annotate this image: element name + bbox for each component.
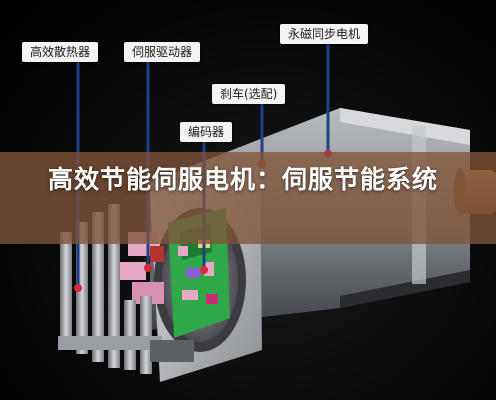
banner-title: 高效节能伺服电机：伺服节能系统 <box>48 165 439 194</box>
callout-servo-driver: 伺服驱动器 <box>124 42 201 62</box>
title-banner <box>0 152 496 244</box>
callout-heatsink: 高效散热器 <box>22 42 99 62</box>
callout-brake: 刹车(选配) <box>212 84 286 104</box>
callout-encoder: 编码器 <box>180 122 233 142</box>
callout-sync-motor: 永磁同步电机 <box>280 24 369 44</box>
